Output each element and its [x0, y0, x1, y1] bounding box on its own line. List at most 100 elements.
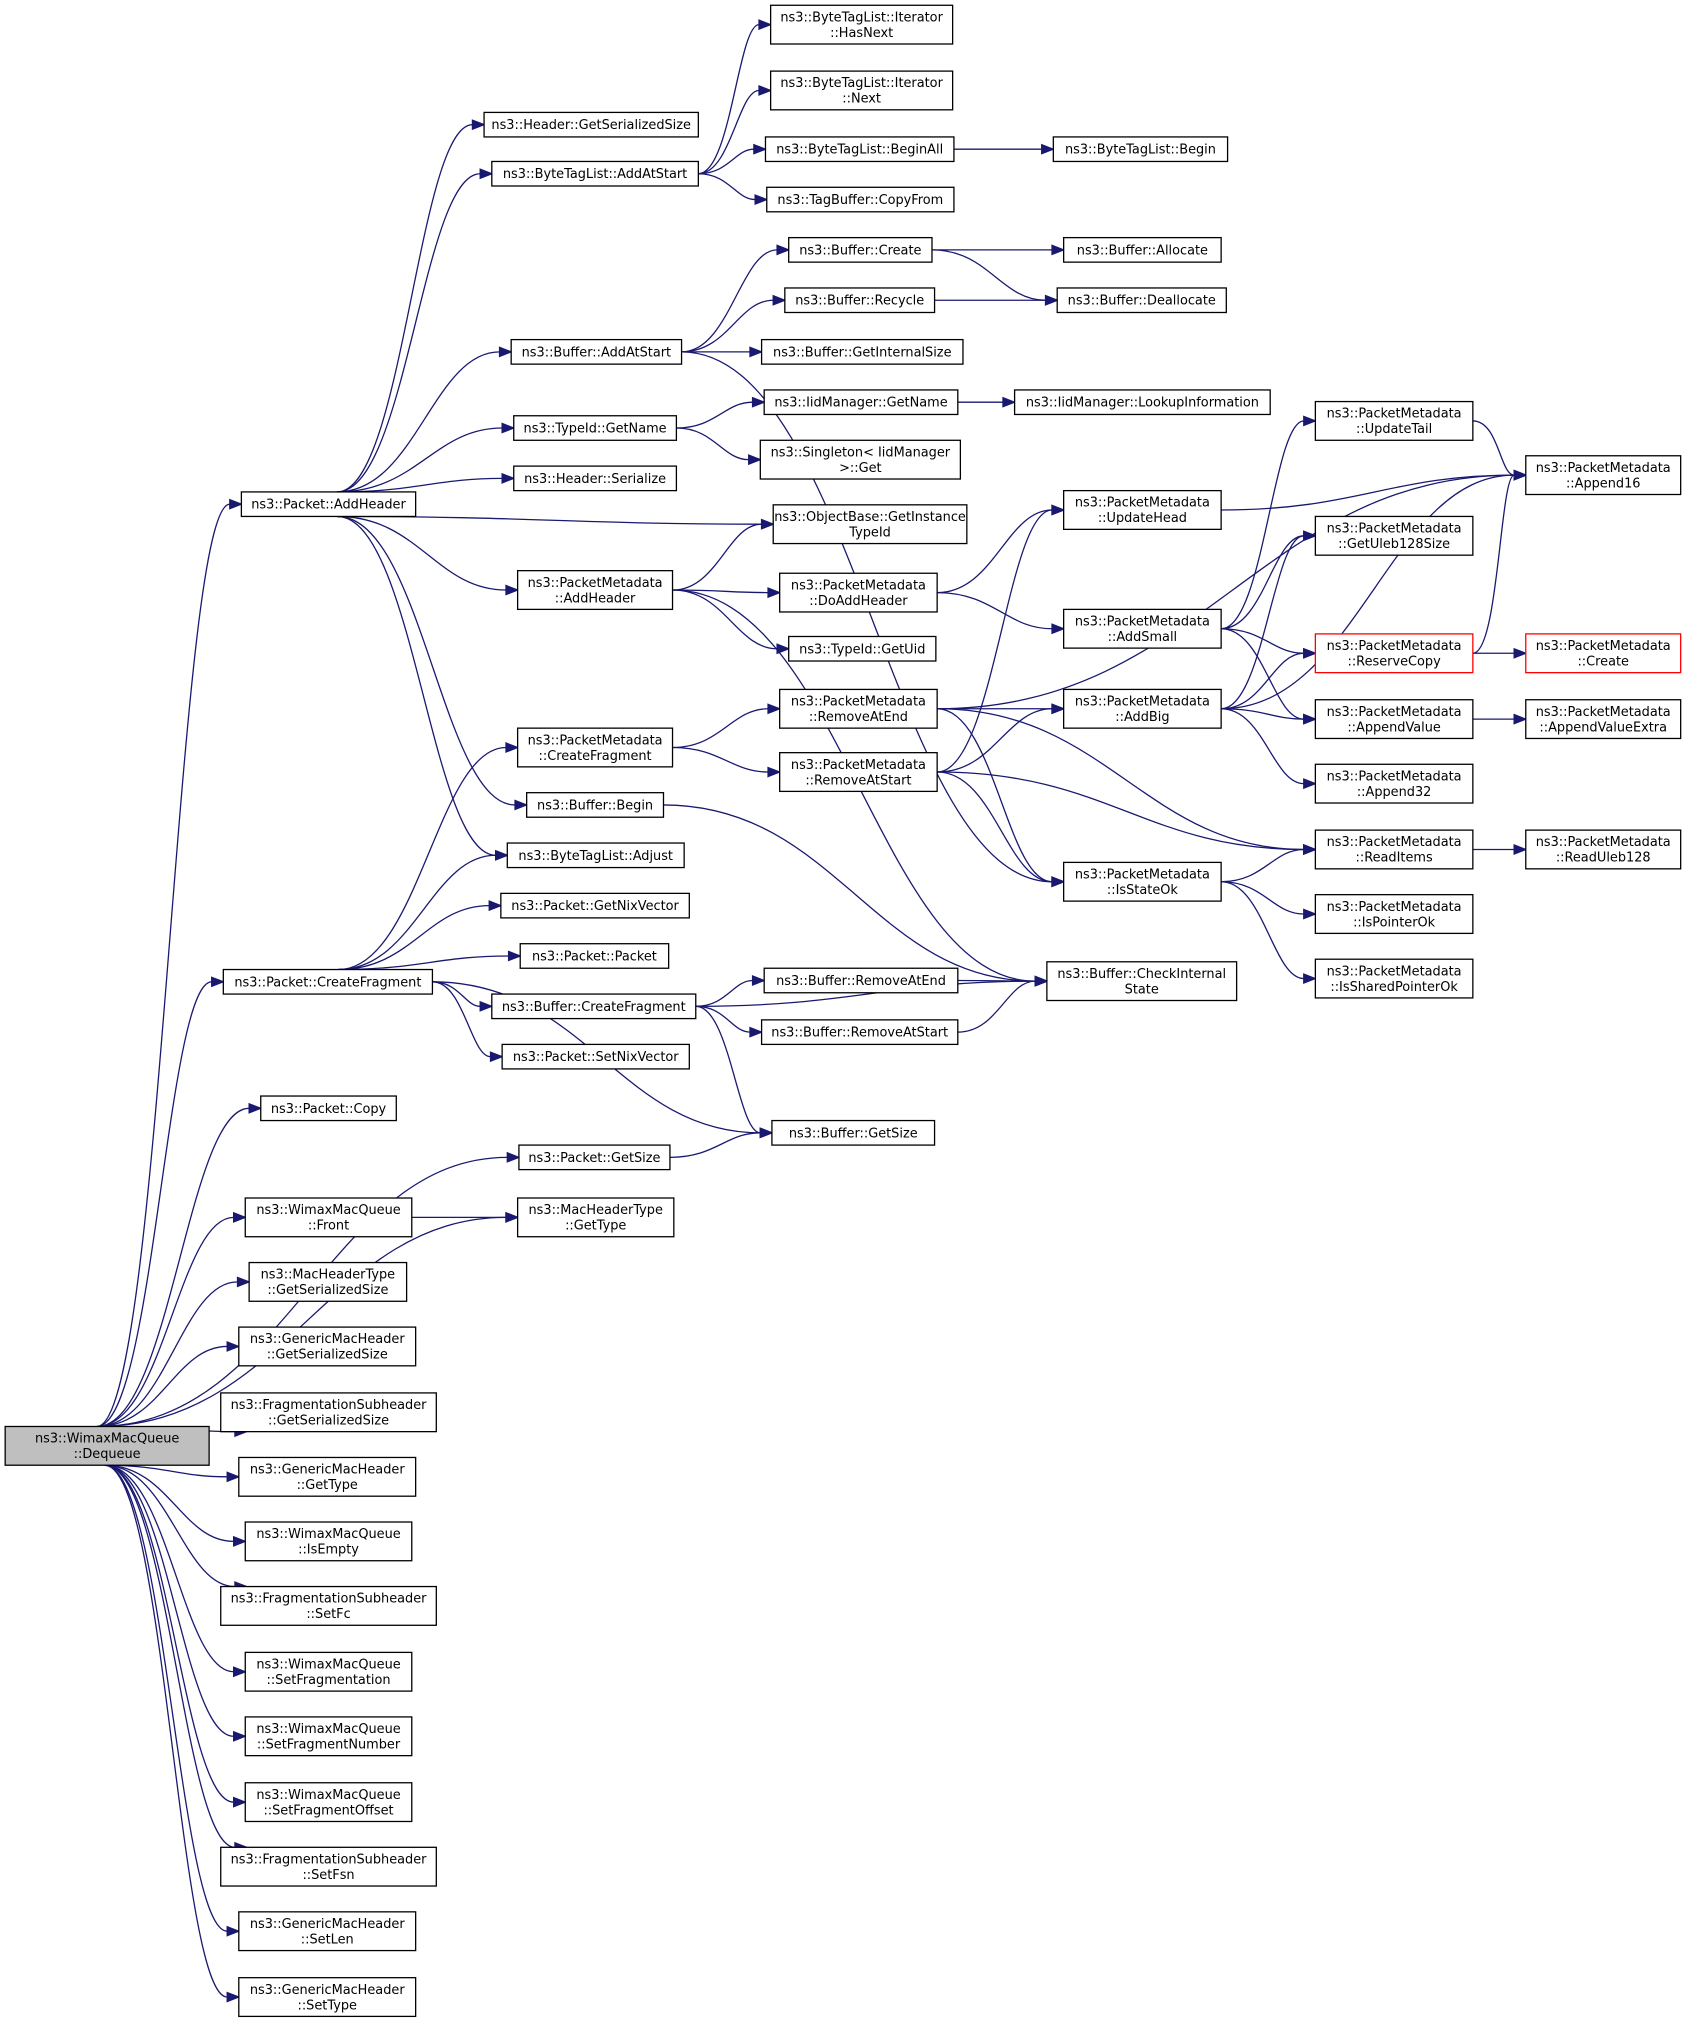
node-box: [516, 570, 674, 611]
edge-pm-removeatend-to-pm-append16: [937, 469, 1528, 710]
node-box: [1056, 287, 1227, 314]
node-buf-removeatend[interactable]: ns3::Buffer::RemoveAtEnd: [763, 967, 959, 994]
node-pkt-createfragment[interactable]: ns3::Packet::CreateFragment: [222, 968, 434, 995]
node-pkt-setnixvector[interactable]: ns3::Packet::SetNixVector: [501, 1043, 690, 1070]
node-pm-updatetail[interactable]: ns3::PacketMetadata::UpdateTail: [1314, 400, 1474, 441]
node-buf-allocate[interactable]: ns3::Buffer::Allocate: [1063, 236, 1222, 263]
arrowhead-icon: [749, 1026, 764, 1038]
node-btl-adjust[interactable]: ns3::ByteTagList::Adjust: [506, 842, 685, 869]
node-singleton-get[interactable]: ns3::Singleton< IidManager>::Get: [759, 439, 962, 480]
node-pm-createfragment[interactable]: ns3::PacketMetadata::CreateFragment: [516, 727, 674, 768]
node-pm-updatehead[interactable]: ns3::PacketMetadata::UpdateHead: [1063, 489, 1222, 530]
node-hdr-getsersize[interactable]: ns3::Header::GetSerializedSize: [483, 111, 699, 138]
node-label: ns3::IidManager::LookupInformation: [1026, 396, 1259, 411]
edge-line: [338, 955, 509, 971]
node-buf-deallocate[interactable]: ns3::Buffer::Deallocate: [1056, 287, 1227, 314]
node-iid-getname[interactable]: ns3::IidManager::GetName: [763, 389, 959, 416]
node-label: ns3::PacketMetadata: [791, 578, 926, 593]
node-pkt-getnixvector[interactable]: ns3::Packet::GetNixVector: [500, 892, 690, 919]
node-buf-begin[interactable]: ns3::Buffer::Begin: [526, 792, 665, 818]
node-pkt-packet[interactable]: ns3::Packet::Packet: [519, 943, 670, 969]
node-btl-begin[interactable]: ns3::ByteTagList::Begin: [1052, 136, 1229, 163]
node-buf-getsize[interactable]: ns3::Buffer::GetSize: [771, 1119, 936, 1146]
node-buf-recycle[interactable]: ns3::Buffer::Recycle: [784, 287, 936, 314]
node-wmq-front[interactable]: ns3::WimaxMacQueue::Front: [244, 1197, 413, 1238]
node-label: ns3::Buffer::GetInternalSize: [773, 345, 952, 360]
node-pm-append16[interactable]: ns3::PacketMetadata::Append16: [1525, 455, 1682, 496]
node-pm-doaddheader[interactable]: ns3::PacketMetadata::DoAddHeader: [779, 572, 938, 613]
node-btl-beginall[interactable]: ns3::ByteTagList::BeginAll: [764, 136, 955, 163]
node-buf-removeatstart[interactable]: ns3::Buffer::RemoveAtStart: [760, 1019, 959, 1046]
edge-root-to-pkt-createfragment: [96, 976, 226, 1428]
node-btl-addatstart[interactable]: ns3::ByteTagList::AddAtStart: [491, 160, 699, 187]
node-buf-create[interactable]: ns3::Buffer::Create: [788, 236, 933, 263]
node-hdr-serialize[interactable]: ns3::Header::Serialize: [513, 465, 678, 492]
node-root[interactable]: ns3::WimaxMacQueue::Dequeue: [4, 1425, 210, 1466]
node-mht-gettype[interactable]: ns3::MacHeaderType::GetType: [516, 1197, 675, 1238]
arrowhead-icon: [505, 1211, 520, 1223]
node-fsh-getsersize[interactable]: ns3::FragmentationSubheader::GetSerializ…: [220, 1392, 437, 1433]
node-pm-appendvalueextra[interactable]: ns3::PacketMetadata::AppendValueExtra: [1525, 699, 1682, 740]
node-mht-getsersize[interactable]: ns3::MacHeaderType::GetSerializedSize: [248, 1261, 408, 1302]
node-box: [1314, 958, 1474, 999]
node-wmq-setfragoffset[interactable]: ns3::WimaxMacQueue::SetFragmentOffset: [244, 1782, 413, 1823]
node-iid-lookup[interactable]: ns3::IidManager::LookupInformation: [1013, 389, 1271, 416]
edge-buf-create-to-buf-allocate: [931, 244, 1066, 256]
node-btl-it-next[interactable]: ns3::ByteTagList::Iterator::Next: [769, 70, 954, 111]
node-pm-create[interactable]: ns3::PacketMetadata::Create: [1525, 633, 1682, 674]
node-wmq-setfragmentation[interactable]: ns3::WimaxMacQueue::SetFragmentation: [244, 1651, 413, 1692]
edge-pm-addsmall-to-pm-getuleb128size: [1221, 530, 1318, 630]
node-wmq-isempty[interactable]: ns3::WimaxMacQueue::IsEmpty: [244, 1521, 413, 1562]
node-fsh-setfsn[interactable]: ns3::FragmentationSubheader::SetFsn: [220, 1846, 437, 1887]
node-pm-ispointerok[interactable]: ns3::PacketMetadata::IsPointerOk: [1314, 894, 1474, 935]
node-tagbuf-copyfrom[interactable]: ns3::TagBuffer::CopyFrom: [766, 186, 955, 213]
arrowhead-icon: [754, 194, 769, 206]
node-pm-readuleb128[interactable]: ns3::PacketMetadata::ReadUleb128: [1525, 829, 1682, 870]
node-label: ns3::PacketMetadata: [528, 576, 663, 591]
edge-line: [937, 509, 1053, 594]
node-wmq-setfragnumber[interactable]: ns3::WimaxMacQueue::SetFragmentNumber: [244, 1716, 413, 1757]
node-btl-it-hasnext[interactable]: ns3::ByteTagList::Iterator::HasNext: [769, 4, 954, 45]
node-label: ns3::GenericMacHeader: [250, 1463, 406, 1478]
edge-line: [104, 1464, 235, 1848]
edge-root-to-wmq-front: [96, 1211, 248, 1428]
arrowhead-icon: [232, 1730, 248, 1742]
node-buf-getinternalsize[interactable]: ns3::Buffer::GetInternalSize: [760, 338, 964, 365]
arrowhead-icon: [1041, 143, 1056, 155]
arrowhead-icon: [759, 1127, 774, 1139]
edge-pm-doaddheader-to-pm-addsmall: [937, 591, 1066, 635]
node-pm-removeatstart[interactable]: ns3::PacketMetadata::RemoveAtStart: [779, 752, 938, 793]
node-pm-readitems[interactable]: ns3::PacketMetadata::ReadItems: [1314, 829, 1474, 870]
node-label: State: [1125, 982, 1159, 997]
node-pkt-addheader[interactable]: ns3::Packet::AddHeader: [240, 491, 417, 518]
node-label: ns3::FragmentationSubheader: [231, 1398, 428, 1413]
node-gmh-setlen[interactable]: ns3::GenericMacHeader::SetLen: [238, 1911, 417, 1952]
node-pm-addsmall[interactable]: ns3::PacketMetadata::AddSmall: [1063, 608, 1222, 649]
node-pm-appendvalue[interactable]: ns3::PacketMetadata::AppendValue: [1314, 699, 1474, 740]
node-pkt-getsize[interactable]: ns3::Packet::GetSize: [518, 1144, 671, 1171]
edge-line: [672, 708, 769, 749]
node-pm-removeatend[interactable]: ns3::PacketMetadata::RemoveAtEnd: [779, 688, 938, 729]
arrowhead-icon: [514, 799, 529, 811]
node-typeid-getuid[interactable]: ns3::TypeId::GetUid: [788, 635, 937, 662]
node-label: ::IsStateOk: [1107, 883, 1178, 898]
node-pm-issharedpointerok[interactable]: ns3::PacketMetadata::IsSharedPointerOk: [1314, 958, 1474, 999]
node-gmh-settype[interactable]: ns3::GenericMacHeader::SetType: [238, 1977, 417, 2018]
node-typeid-getname[interactable]: ns3::TypeId::GetName: [513, 415, 678, 441]
node-pm-reservecopy[interactable]: ns3::PacketMetadata::ReserveCopy: [1314, 633, 1474, 674]
node-gmh-gettype[interactable]: ns3::GenericMacHeader::GetType: [238, 1456, 417, 1497]
node-buf-addatstart[interactable]: ns3::Buffer::AddAtStart: [510, 338, 683, 365]
node-buf-createfragment[interactable]: ns3::Buffer::CreateFragment: [491, 993, 697, 1020]
node-pm-isstateok[interactable]: ns3::PacketMetadata::IsStateOk: [1063, 861, 1222, 902]
node-fsh-setfc[interactable]: ns3::FragmentationSubheader::SetFc: [220, 1585, 437, 1626]
node-pm-getuleb128size[interactable]: ns3::PacketMetadata::GetUleb128Size: [1314, 515, 1474, 556]
node-pkt-copy[interactable]: ns3::Packet::Copy: [260, 1095, 397, 1122]
node-pm-append32[interactable]: ns3::PacketMetadata::Append32: [1314, 763, 1474, 804]
node-box: [244, 1716, 413, 1757]
node-pm-addheader[interactable]: ns3::PacketMetadata::AddHeader: [516, 570, 674, 611]
arrowhead-icon: [1513, 844, 1528, 855]
node-gmh-getsersize[interactable]: ns3::GenericMacHeader::GetSerializedSize: [238, 1326, 417, 1367]
node-pm-addbig[interactable]: ns3::PacketMetadata::AddBig: [1063, 688, 1222, 729]
